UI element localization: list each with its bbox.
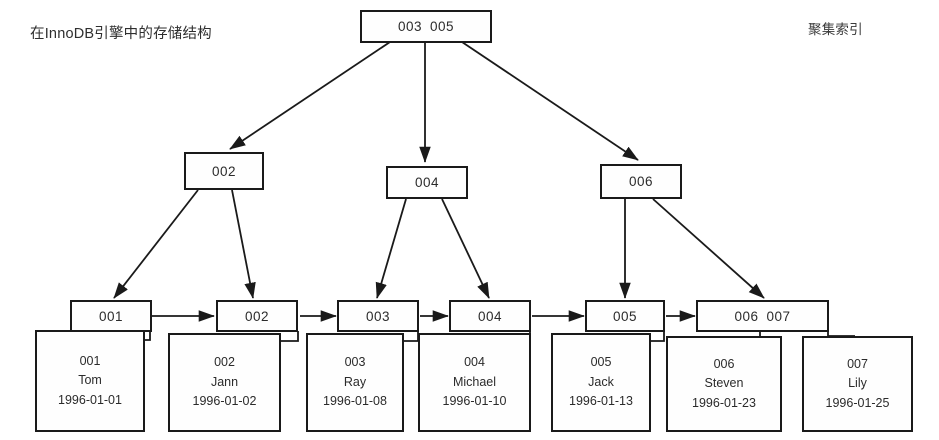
record-date: 1996-01-23: [692, 395, 756, 410]
record-name: Jann: [210, 374, 239, 389]
connector-leaf003-to-record003: [404, 331, 419, 342]
record-name: Michael: [452, 374, 497, 389]
record-date: 1996-01-10: [442, 394, 507, 409]
record-date: 1996-01-13: [569, 394, 633, 409]
record-date: 1996-01-02: [192, 394, 257, 409]
internal-node-002[interactable]: 002: [184, 152, 264, 190]
record-box[interactable]: 002 Jann 1996-01-02: [168, 333, 281, 432]
internal-node-006[interactable]: 006: [600, 164, 682, 199]
edge-node002-to-leaf001: [113, 189, 199, 299]
record-date: 1996-01-01: [58, 392, 122, 407]
record-box[interactable]: 007 Lily 1996-01-25: [802, 336, 913, 432]
record-box[interactable]: 005 Jack 1996-01-13: [551, 333, 651, 432]
record-name: Jack: [588, 374, 614, 389]
edge-node006-to-leaf006: [652, 198, 765, 299]
connector-leaf005-to-record005: [651, 331, 665, 342]
record-id: 007: [847, 356, 868, 371]
leaf-node-002-keys: 002: [244, 308, 270, 324]
leaf-node-004-keys: 004: [477, 308, 503, 324]
connector-leaf001-to-record001: [144, 331, 151, 341]
leaf-node-005-keys: 005: [612, 308, 638, 324]
record-name: Steven: [704, 376, 744, 391]
leaf-node-005[interactable]: 005: [585, 300, 665, 332]
record-id: 003: [344, 355, 366, 370]
edge-root-to-node-002: [229, 41, 391, 150]
leaf-node-002[interactable]: 002: [216, 300, 298, 332]
leaf-node-003[interactable]: 003: [337, 300, 419, 332]
edge-node004-to-leaf003: [375, 198, 407, 299]
leaf-node-001[interactable]: 001: [70, 300, 152, 332]
index-type-label: 聚集索引: [808, 22, 863, 37]
connector-leaf002-to-record002: [281, 331, 299, 342]
page-title: 在InnoDB引擎中的存储结构: [30, 26, 212, 42]
leaf-node-004[interactable]: 004: [449, 300, 531, 332]
record-box[interactable]: 004 Michael 1996-01-10: [418, 333, 531, 432]
record-name: Ray: [343, 374, 367, 389]
record-date: 1996-01-08: [323, 394, 387, 409]
record-box[interactable]: 001 Tom 1996-01-01: [35, 330, 145, 432]
internal-node-004-keys: 004: [414, 175, 440, 190]
record-id: 001: [79, 353, 101, 368]
edge-root-to-node-006: [461, 41, 639, 161]
record-box[interactable]: 003 Ray 1996-01-08: [306, 333, 404, 432]
internal-node-006-keys: 006: [628, 174, 654, 189]
leaf-node-001-keys: 001: [98, 308, 124, 324]
internal-node-002-keys: 002: [211, 163, 237, 179]
record-box[interactable]: 006 Steven 1996-01-23: [666, 336, 782, 432]
record-id: 006: [713, 356, 735, 371]
record-name: Tom: [78, 373, 102, 388]
record-id: 005: [590, 355, 612, 370]
edge-node002-to-leaf002: [231, 189, 256, 299]
edge-node004-to-leaf004: [441, 198, 490, 299]
record-date: 1996-01-25: [825, 395, 890, 410]
internal-node-004[interactable]: 004: [386, 166, 468, 199]
record-name: Lily: [848, 376, 867, 391]
record-id: 004: [464, 355, 485, 370]
leaf-node-003-keys: 003: [365, 308, 391, 324]
record-id: 002: [214, 355, 235, 370]
